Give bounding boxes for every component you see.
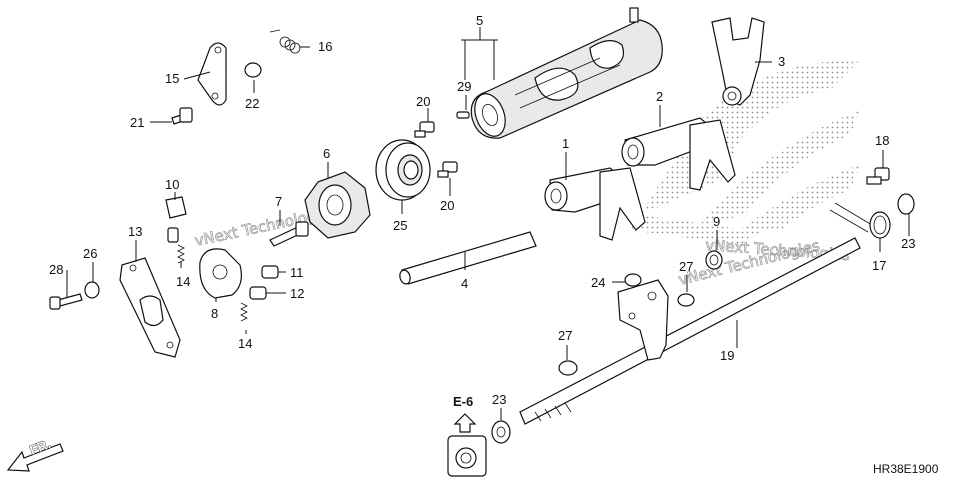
shift-drum bbox=[470, 7, 663, 139]
clip-24 bbox=[624, 273, 642, 287]
callout-label: 8 bbox=[211, 306, 218, 321]
spring-16 bbox=[269, 29, 301, 54]
callout-label: 24 bbox=[591, 275, 605, 290]
callout-label: 22 bbox=[245, 96, 259, 111]
callout-label: 20 bbox=[416, 94, 430, 109]
stopper-plate bbox=[199, 248, 242, 299]
callout-label: 14 bbox=[176, 274, 190, 289]
callout-label: 19 bbox=[720, 348, 734, 363]
callout-label: 21 bbox=[130, 115, 144, 130]
callout-label: 12 bbox=[290, 286, 304, 301]
callout-label: 27 bbox=[679, 259, 693, 274]
callout-label: 17 bbox=[872, 258, 886, 273]
guide-plate bbox=[119, 257, 181, 358]
bearing bbox=[375, 139, 431, 201]
callout-label: 23 bbox=[901, 236, 915, 251]
callout-label: 28 bbox=[49, 262, 63, 277]
bolt-21 bbox=[171, 107, 193, 125]
shift-fork-1 bbox=[544, 167, 646, 241]
bolt-20-upper bbox=[414, 121, 435, 138]
front-arrow: FR. bbox=[6, 436, 64, 472]
callout-label: 9 bbox=[713, 214, 720, 229]
stopper-arm-15 bbox=[197, 42, 227, 106]
stopper-arm bbox=[165, 196, 187, 243]
callout-label: 23 bbox=[492, 392, 506, 407]
callout-label: 1 bbox=[562, 136, 569, 151]
callout-label: 10 bbox=[165, 177, 179, 192]
callout-label: 2 bbox=[656, 89, 663, 104]
collar-12 bbox=[249, 286, 267, 300]
oil-seal-9 bbox=[705, 250, 723, 270]
clip-27-lower bbox=[558, 360, 578, 376]
diagram-code: HR38E1900 bbox=[873, 462, 939, 476]
fork-shaft bbox=[399, 231, 537, 285]
callout-label: 16 bbox=[318, 39, 332, 54]
callout-label: 14 bbox=[238, 336, 252, 351]
bolt-28 bbox=[49, 293, 83, 310]
callout-label: 29 bbox=[457, 79, 471, 94]
collar-11 bbox=[261, 265, 279, 279]
callout-labels: 1 2 3 4 5 6 7 8 9 10 11 12 13 14 14 15 1… bbox=[49, 13, 915, 407]
gearshift-spindle bbox=[519, 237, 861, 425]
shift-fork-3 bbox=[711, 17, 765, 106]
callout-label: 5 bbox=[476, 13, 483, 28]
drum-pin bbox=[456, 111, 470, 119]
callout-label: 15 bbox=[165, 71, 179, 86]
bolt-18 bbox=[866, 167, 890, 185]
spring-14-upper bbox=[177, 244, 185, 264]
reference-label: E-6 bbox=[453, 394, 473, 409]
bolt-20-lower bbox=[437, 161, 458, 178]
washer-23-lower bbox=[491, 420, 511, 444]
clip-27-upper bbox=[677, 293, 695, 307]
callout-label: 11 bbox=[290, 265, 304, 280]
callout-label: 26 bbox=[83, 246, 97, 261]
callout-label: 7 bbox=[275, 194, 282, 209]
callout-label: 20 bbox=[440, 198, 454, 213]
drum-center bbox=[304, 171, 371, 239]
collar-26 bbox=[84, 281, 100, 299]
callout-label: 4 bbox=[461, 276, 468, 291]
nut-22 bbox=[244, 62, 262, 78]
return-spring bbox=[829, 202, 891, 239]
reference-block: E-6 bbox=[447, 394, 487, 477]
shift-fork-2 bbox=[621, 117, 736, 191]
callout-label: 3 bbox=[778, 54, 785, 69]
callout-label: 18 bbox=[875, 133, 889, 148]
callout-label: 6 bbox=[323, 146, 330, 161]
callout-label: 13 bbox=[128, 224, 142, 239]
callout-label: 27 bbox=[558, 328, 572, 343]
leader-lines bbox=[66, 27, 910, 420]
spring-14-lower bbox=[240, 302, 248, 322]
washer-23-right bbox=[897, 193, 915, 215]
bolt-7 bbox=[269, 221, 309, 247]
callout-label: 25 bbox=[393, 218, 407, 233]
